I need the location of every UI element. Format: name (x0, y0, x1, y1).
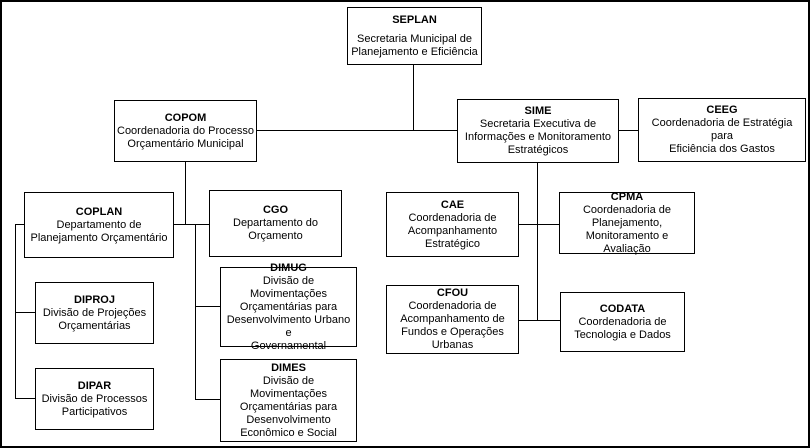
node-description: Divisão de Processos Participativos (41, 392, 148, 418)
connector-dimug-stub (195, 306, 220, 307)
connector-cae-cpma (519, 224, 559, 225)
connector-dipar-stub (15, 398, 35, 399)
node-description: Coordenadoria de Planejamento, Monitoram… (582, 203, 672, 255)
node-acronym: CAE (440, 198, 465, 211)
node-description: Departamento de Planejamento Orçamentári… (30, 218, 168, 244)
node-description: Departamento do Orçamento (233, 217, 318, 242)
connector-copom-sime (257, 130, 457, 131)
node-acronym: DIMUG (270, 261, 307, 274)
node-acronym: SEPLAN (392, 13, 437, 26)
org-node-diproj: DIPROJ Divisão de Projeções Orçamentária… (35, 282, 154, 344)
node-description: Coordenadoria de Acompanhamento de Fundo… (400, 300, 505, 351)
connector-copom-drop (185, 162, 186, 225)
node-acronym: CGO (262, 204, 289, 216)
org-node-cae: CAE Coordenadoria de Acompanhamento Estr… (386, 192, 519, 257)
node-acronym: SIME (524, 105, 552, 117)
connector-coplan-stub (15, 224, 24, 225)
org-node-dipar: DIPAR Divisão de Processos Participativo… (35, 368, 154, 430)
org-node-dimes: DIMES Divisão de Movimentações Orçamentá… (220, 359, 357, 442)
node-acronym: CFOU (436, 287, 469, 299)
org-node-copom: COPOM Coordenadoria do Processo Orçament… (114, 100, 257, 162)
node-description: Divisão de Movimentações Orçamentárias p… (226, 274, 351, 352)
node-description: Divisão de Movimentações Orçamentárias p… (239, 374, 338, 439)
connector-coplan-cgo (174, 224, 209, 225)
node-acronym: COPOM (164, 111, 207, 124)
org-node-cpma: CPMA Coordenadoria de Planejamento, Moni… (559, 190, 695, 255)
node-acronym: DIPAR (77, 379, 112, 392)
node-acronym: CEEG (706, 104, 738, 116)
connector-coplan-hang (15, 224, 16, 399)
org-node-seplan: SEPLAN Secretaria Municipal de Planejame… (347, 7, 482, 65)
org-node-cfou: CFOU Coordenadoria de Acompanhamento de … (386, 285, 519, 354)
connector-dimes-stub (195, 399, 220, 400)
connector-seplan-drop (413, 65, 414, 131)
node-description: Secretaria Municipal de Planejamento e E… (351, 32, 478, 58)
node-description: Coordenadoria de Acompanhamento Estratég… (407, 211, 498, 250)
org-node-cgo: CGO Departamento do Orçamento (209, 190, 342, 257)
connector-sime-drop (537, 163, 538, 321)
org-node-codata: CODATA Coordenadoria de Tecnologia e Dad… (560, 292, 685, 352)
org-node-dimug: DIMUG Divisão de Movimentações Orçamentá… (220, 262, 357, 352)
node-acronym: DIMES (271, 361, 306, 374)
connector-cfou-codata (519, 320, 560, 321)
node-acronym: CPMA (610, 190, 644, 203)
node-acronym: COPLAN (75, 205, 123, 218)
connector-sime-ceeg (619, 130, 638, 131)
node-description: Coordenadoria do Processo Orçamentário M… (117, 124, 254, 150)
node-description: Secretaria Executiva de Informações e Mo… (464, 118, 612, 156)
connector-diproj-stub (15, 312, 35, 313)
org-node-sime: SIME Secretaria Executiva de Informações… (457, 99, 619, 163)
node-description: Coordenadoria de Estratégia para Eficiên… (651, 117, 793, 155)
node-description: Coordenadoria de Tecnologia e Dados (574, 315, 671, 341)
node-description: Divisão de Projeções Orçamentárias (42, 306, 147, 332)
node-acronym: CODATA (599, 302, 646, 315)
node-acronym: DIPROJ (74, 293, 115, 306)
org-node-coplan: COPLAN Departamento de Planejamento Orça… (24, 192, 174, 258)
org-node-ceeg: CEEG Coordenadoria de Estratégia para Ef… (638, 98, 806, 162)
connector-cgo-hang (195, 224, 196, 400)
